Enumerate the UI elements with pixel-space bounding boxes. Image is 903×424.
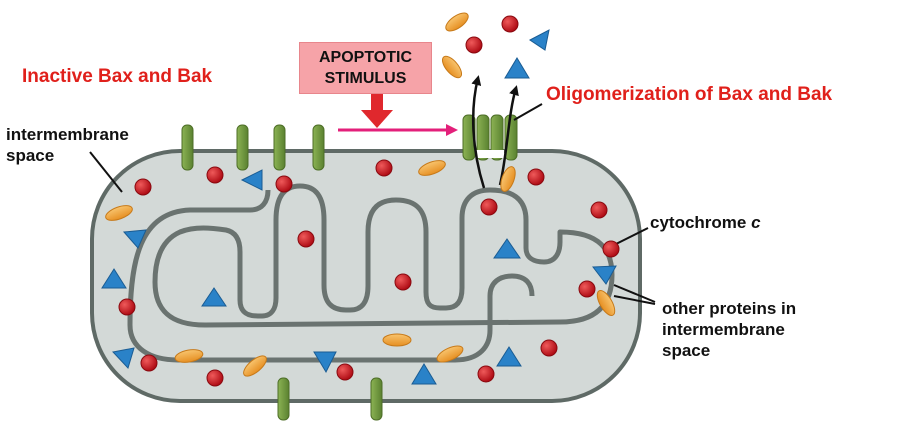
cytochrome-sphere <box>140 354 158 372</box>
orange-protein <box>596 290 616 316</box>
orange-protein <box>500 166 516 192</box>
cytochrome-sphere <box>394 273 412 291</box>
other-line-3: space <box>662 341 711 360</box>
cytochrome-sphere <box>206 166 224 184</box>
cytochrome-sphere <box>375 159 393 177</box>
bax-rod <box>236 124 249 171</box>
apoptotic-stimulus-box: APOPTOTIC STIMULUS <box>299 42 432 94</box>
inner-membrane-cristae <box>152 183 615 328</box>
cytochrome-sphere <box>275 175 293 193</box>
bax-rod <box>181 124 194 171</box>
orange-protein <box>174 349 204 363</box>
cytochrome-c-label: cytochrome c <box>650 212 761 233</box>
bax-rod <box>370 377 383 421</box>
cytochrome-c-molecules <box>118 15 620 387</box>
bax-rod <box>312 124 325 171</box>
intermembrane-line-1: intermembrane <box>6 125 129 144</box>
inactive-bax-bak-rods <box>181 124 383 421</box>
cytochrome-sphere <box>134 178 152 196</box>
blue-protein <box>592 265 617 285</box>
orange-protein <box>418 160 446 176</box>
orange-protein <box>105 205 133 221</box>
stimulus-line-2: STIMULUS <box>324 70 407 87</box>
blue-protein <box>313 351 337 374</box>
stimulus-arrow <box>361 94 393 128</box>
blue-protein <box>122 229 147 249</box>
cytochrome-sphere <box>477 365 495 383</box>
bax-rod <box>273 124 286 171</box>
blue-protein <box>101 268 127 289</box>
orange-protein <box>382 333 412 347</box>
blue-protein <box>411 363 437 385</box>
cytochrome-sphere <box>602 240 620 258</box>
cytochrome-sphere <box>501 15 519 33</box>
cytochrome-sphere <box>336 363 354 381</box>
inner-membrane-left <box>127 189 271 326</box>
oligomerization-label: Oligomerization of Bax and Bak <box>546 84 833 105</box>
pointer-lines <box>89 103 656 305</box>
other-line-1: other proteins in <box>662 299 797 318</box>
cytochrome-sphere <box>206 369 224 387</box>
cytochrome-sphere <box>480 198 498 216</box>
orange-protein <box>441 55 463 79</box>
cytochrome-sphere <box>578 280 596 298</box>
orange-protein <box>243 355 267 377</box>
blue-protein <box>201 287 227 307</box>
cytochrome-sphere <box>465 36 483 54</box>
stimulus-line-1: APOPTOTIC <box>318 49 413 66</box>
blue-protein <box>504 57 530 79</box>
cytochrome-sphere <box>118 298 136 316</box>
bax-rod <box>277 377 290 421</box>
cytochrome-c-italic: c <box>751 213 761 232</box>
blue-protein <box>112 347 135 369</box>
blue-protein <box>493 238 521 259</box>
other-proteins-label: other proteins in intermembrane space <box>662 298 796 361</box>
cytochrome-sphere <box>297 230 315 248</box>
orange-protein <box>436 345 464 363</box>
release-arrow <box>498 85 519 186</box>
blue-protein <box>529 29 550 51</box>
inner-membrane-lower <box>127 273 535 363</box>
blue-protein <box>240 169 263 191</box>
cytochrome-word: cytochrome <box>650 213 752 232</box>
blue-protein <box>496 346 522 367</box>
orange-protein <box>445 12 469 32</box>
cytochrome-sphere <box>590 201 608 219</box>
cytochrome-sphere <box>540 339 558 357</box>
blue-proteins <box>101 29 617 385</box>
release-arrow <box>471 75 486 189</box>
inactive-bax-bak-label: Inactive Bax and Bak <box>22 66 213 87</box>
orange-proteins <box>105 12 616 377</box>
intermembrane-space-label: intermembrane space <box>6 124 129 166</box>
signal-arrow-head <box>446 124 458 136</box>
intermembrane-line-2: space <box>6 146 55 165</box>
other-line-2: intermembrane <box>662 320 785 339</box>
cytochrome-sphere <box>527 168 545 186</box>
